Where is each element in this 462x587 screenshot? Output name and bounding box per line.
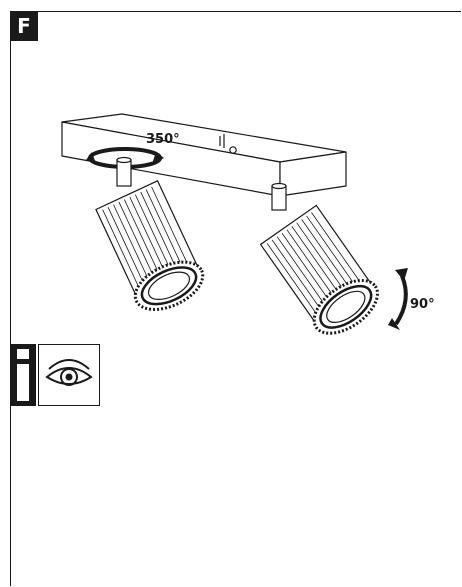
left-spotlight (95, 179, 205, 311)
eye-icon-box (38, 344, 100, 406)
page-frame (10, 11, 461, 586)
tilt-arrow-icon (388, 268, 408, 330)
info-icon (10, 344, 36, 406)
section-badge: F (10, 11, 38, 41)
right-spotlight (259, 204, 379, 335)
right-spot-stem (271, 182, 287, 211)
mounting-bar (61, 113, 347, 197)
rotation-angle-label: 350° (146, 132, 180, 147)
left-spot-stem (116, 156, 132, 187)
eye-icon (45, 359, 93, 386)
tilt-angle-label: 90° (410, 297, 435, 312)
